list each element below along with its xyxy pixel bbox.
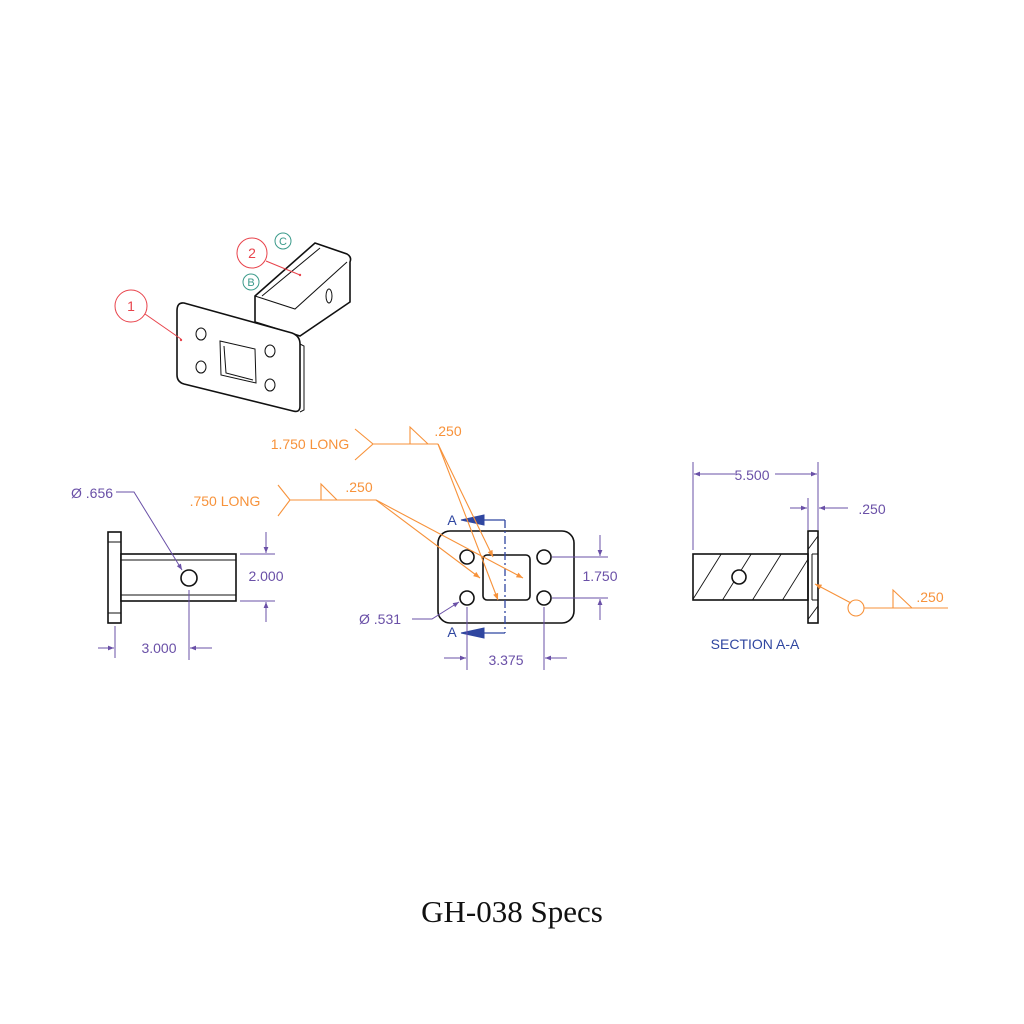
- section-view: 5.500 .250 SECTION A-A .250: [692, 462, 948, 652]
- hole-diameter-656: Ø .656: [71, 485, 113, 501]
- balloon-1: [114, 289, 148, 323]
- tube-hole: [180, 569, 198, 587]
- section-label-top: A: [447, 512, 457, 528]
- side-view: 2.000 3.000 Ø .656: [71, 485, 284, 660]
- tube-body: [254, 242, 352, 337]
- hole-horizontal-spacing: 3.375: [488, 652, 523, 668]
- section-arrow-bottom: [460, 627, 485, 639]
- balloon-2-label: 2: [248, 245, 256, 261]
- square-opening: [482, 554, 531, 601]
- section-arrow-top: [460, 514, 485, 526]
- section-label: SECTION A-A: [711, 636, 800, 652]
- front-view: A A 1.750 3.375 Ø .531: [359, 512, 618, 670]
- height-dimension: 2.000: [248, 568, 283, 584]
- datum-c-label: C: [279, 236, 287, 248]
- hole-vertical-spacing: 1.750: [582, 568, 617, 584]
- weld-2-size: .250: [345, 479, 372, 495]
- section-length-dimension: 5.500: [734, 467, 769, 483]
- weld-symbol-2: .750 LONG .250: [190, 479, 524, 579]
- datum-c: [274, 232, 292, 250]
- drawing-title: GH-038 Specs: [421, 894, 603, 929]
- square-opening: [219, 340, 257, 384]
- section-label-bottom: A: [447, 624, 457, 640]
- weld-1-length: 1.750 LONG: [271, 436, 350, 452]
- weld-3-size: .250: [916, 589, 943, 605]
- hole-offset-dimension: 3.000: [141, 640, 176, 656]
- weld-symbol-1: 1.750 LONG .250: [271, 423, 499, 601]
- isometric-view: 1 2 C B: [114, 232, 352, 413]
- plate-thickness-dimension: .250: [858, 501, 885, 517]
- weld-2-length: .750 LONG: [190, 493, 261, 509]
- balloon-2: [236, 237, 268, 269]
- datum-b: [242, 273, 260, 291]
- datum-b-label: B: [247, 277, 254, 289]
- balloon-1-label: 1: [127, 298, 135, 314]
- weld-1-size: .250: [434, 423, 461, 439]
- hole-diameter-531: Ø .531: [359, 611, 401, 627]
- tube-hole: [325, 288, 333, 304]
- flange-plate: [176, 302, 301, 413]
